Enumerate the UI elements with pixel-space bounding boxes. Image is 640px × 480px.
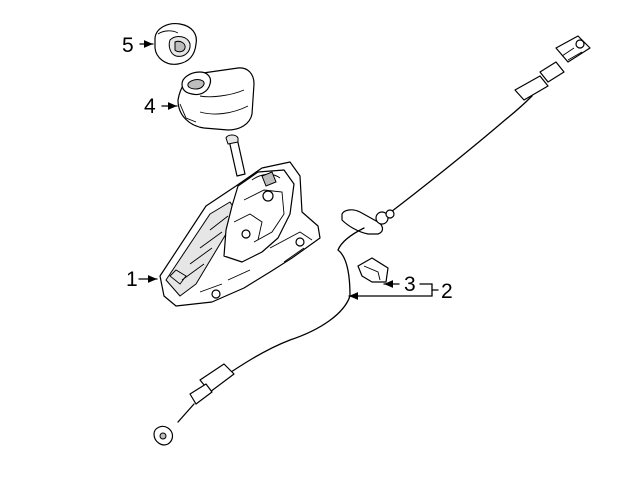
callout-1: 1 (126, 268, 138, 291)
callout-3: 3 (404, 273, 416, 296)
shift-cable (153, 35, 591, 446)
callout-5: 5 (122, 34, 134, 57)
callout-4: 4 (144, 95, 156, 118)
cable-clip (357, 257, 389, 283)
leader-lines (138, 40, 439, 300)
shifter-assembly (159, 134, 321, 307)
shift-knob (154, 23, 197, 65)
callout-2: 2 (441, 280, 453, 303)
shift-boot (177, 67, 255, 131)
